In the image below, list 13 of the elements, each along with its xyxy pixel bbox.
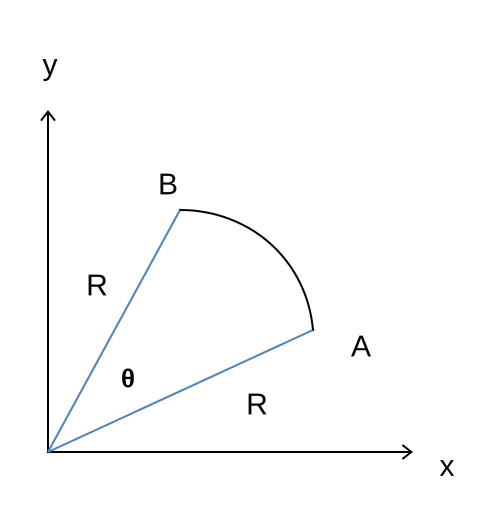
radius-line (48, 329, 314, 453)
angle-label: θ (122, 368, 134, 388)
edge-label: R (248, 394, 266, 414)
point (178, 208, 182, 212)
point (46, 450, 50, 454)
edge-label: R (88, 274, 106, 296)
point-label: A (351, 336, 371, 356)
axis-label: x (440, 460, 454, 476)
arc (180, 209, 314, 330)
point-label: B (160, 174, 176, 194)
axis-label: y (42, 58, 58, 82)
radius-line (47, 210, 181, 452)
point (312, 328, 314, 332)
